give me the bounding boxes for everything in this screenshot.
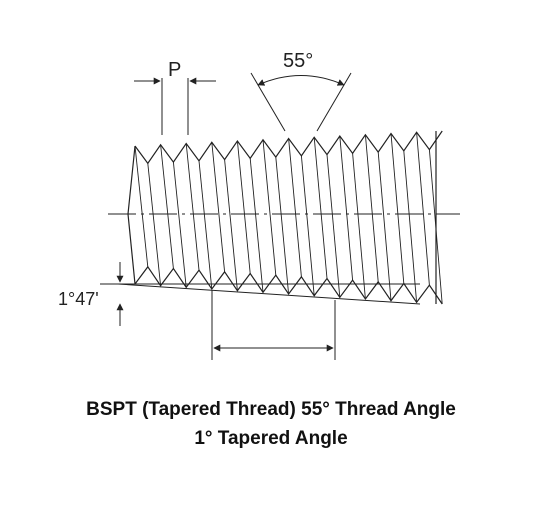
flank-line — [403, 150, 418, 303]
flank-line — [416, 132, 430, 286]
pitch-label: P — [168, 59, 181, 81]
flank-line — [352, 153, 366, 300]
taper-line — [117, 283, 421, 305]
flank-line — [313, 137, 328, 279]
flank-line — [134, 145, 149, 267]
bottom-thread-profile — [134, 265, 443, 305]
flank-line — [275, 157, 290, 295]
flank-line — [364, 134, 379, 282]
flank-line — [236, 140, 251, 274]
flank-line — [288, 138, 302, 277]
flank-line — [185, 143, 200, 271]
flank-line — [160, 144, 174, 269]
caption-line-2: 1° Tapered Angle — [194, 428, 348, 449]
thread-diagram: 1°47' P 55° — [58, 50, 460, 360]
flank-line — [249, 158, 264, 293]
flank-line — [147, 163, 162, 286]
caption: BSPT (Tapered Thread) 55° Thread Angle 1… — [0, 395, 542, 453]
flank-line — [300, 155, 315, 296]
flank-line — [377, 152, 392, 301]
flank-line — [339, 135, 354, 281]
flank-line — [198, 160, 213, 290]
flank-line — [326, 154, 341, 298]
flank-line — [211, 142, 226, 272]
thread-angle-arc — [257, 75, 345, 86]
thread-flank-lines — [134, 132, 443, 305]
angle-extension-left — [250, 72, 286, 132]
top-zigzag — [134, 130, 443, 165]
left-end-outline — [127, 145, 136, 285]
flank-line — [390, 133, 405, 284]
flank-line — [224, 159, 238, 291]
angle-extension-right — [316, 72, 352, 132]
caption-line-1: BSPT (Tapered Thread) 55° Thread Angle — [86, 399, 456, 420]
top-thread-profile — [134, 130, 443, 165]
thread-angle-label: 55° — [283, 50, 313, 72]
flank-line — [172, 162, 187, 288]
bottom-zigzag — [134, 265, 443, 305]
taper-angle-label: 1°47' — [58, 289, 99, 309]
flank-line — [262, 139, 277, 276]
